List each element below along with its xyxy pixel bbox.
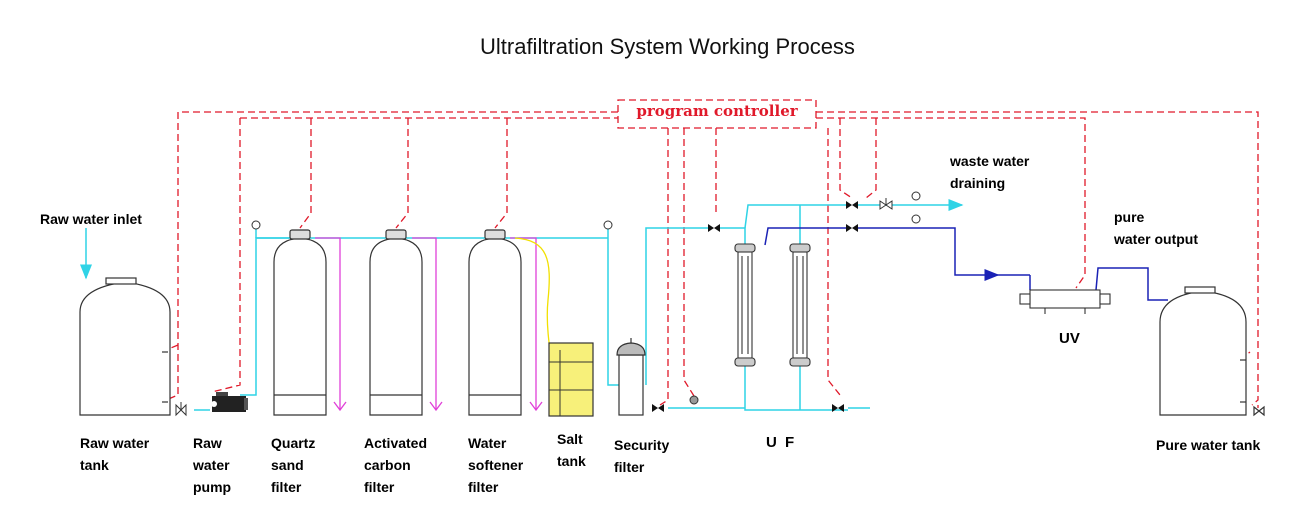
manual-valve-waste: [879, 198, 893, 210]
flowmeter-icons: [689, 191, 921, 405]
valves: [652, 201, 858, 412]
quartz-sand-filter: [273, 229, 327, 416]
raw-tank-valve: [175, 402, 187, 417]
label-uv: UV: [1059, 330, 1080, 347]
uf-membrane-1: [734, 243, 756, 367]
activated-carbon-filter: [369, 229, 423, 416]
diagram-title: Ultrafiltration System Working Process: [480, 34, 855, 59]
label-activated-carbon-filter: Activated carbon filter: [364, 435, 428, 495]
water-softener-filter: [468, 229, 522, 416]
salt-tank: [548, 342, 594, 417]
label-raw-water-pump: Raw water pump: [193, 435, 232, 495]
raw-water-tank: [79, 277, 171, 416]
label-salt-tank: Salt tank: [557, 431, 586, 469]
valve-security-outlet: [652, 404, 664, 412]
control-wiring: [165, 99, 1259, 408]
label-raw-water-tank: Raw water tank: [80, 435, 150, 473]
pressure-gauge-1: [251, 220, 261, 230]
valve-waste-1: [846, 201, 858, 209]
label-quartz-sand-filter: Quartz sand filter: [271, 435, 316, 495]
raw-water-pump: [211, 392, 248, 412]
label-waste-water: waste water draining: [950, 153, 1030, 191]
valve-pure-outlet: [846, 224, 858, 232]
label-pure-water-tank: Pure water tank: [1156, 437, 1261, 453]
pressure-gauge-2: [603, 220, 613, 230]
valve-uf-drain: [832, 404, 844, 412]
program-controller-label: program controller: [636, 102, 798, 120]
label-raw-water-inlet: Raw water inlet: [40, 211, 142, 227]
label-water-softener-filter: Water softener filter: [468, 435, 524, 495]
label-uf: U F: [766, 434, 797, 451]
label-security-filter: Security filter: [614, 437, 670, 475]
program-controller-box: [617, 99, 817, 129]
feed-water-lines: [80, 199, 964, 411]
valve-uf-inlet: [708, 224, 720, 232]
pure-water-tank: [1159, 286, 1265, 417]
security-filter: [616, 338, 646, 416]
uv-sterilizer: [1019, 289, 1111, 314]
uf-membrane-2: [789, 243, 811, 367]
pure-water-lines: [764, 227, 1168, 301]
label-pure-water-output: pure water output: [1114, 209, 1198, 247]
